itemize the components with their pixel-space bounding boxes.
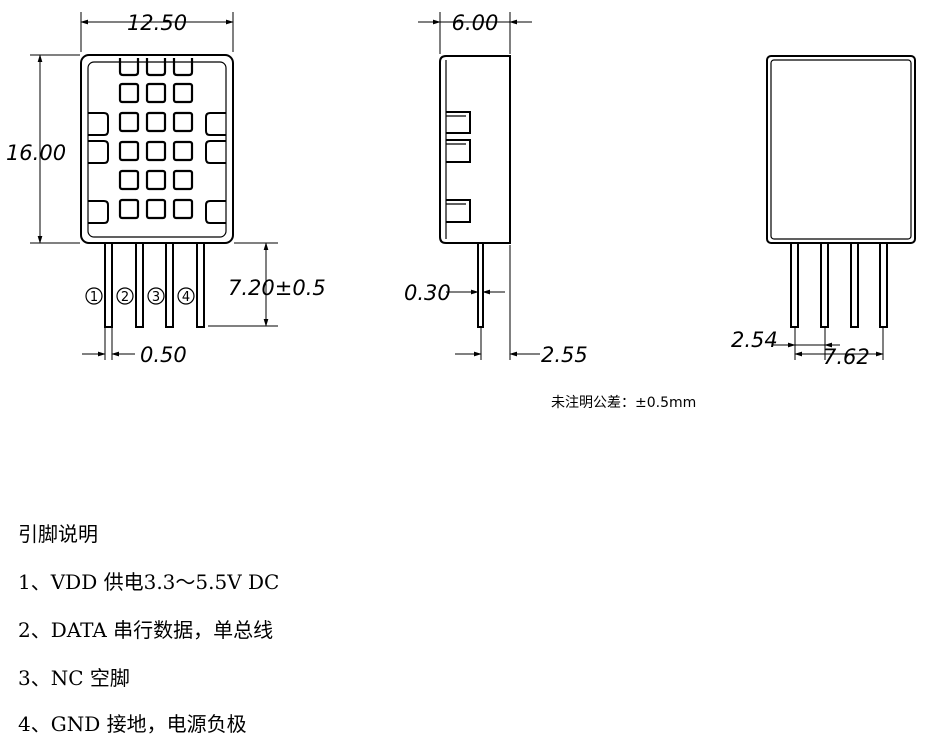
pin-number-markers	[85, 287, 195, 305]
side-view	[439, 55, 511, 328]
front-vent-square	[118, 82, 140, 104]
pin-number-digits: 1 2 3 4	[90, 290, 190, 305]
pin-description-title: 引脚说明	[18, 522, 98, 546]
pin-description-item-1: 1、VDD 供电3.3～5.5V DC	[18, 570, 280, 594]
pin-description-item-2: 2、DATA 串行数据，单总线	[18, 618, 274, 642]
back-body-outer	[766, 55, 916, 244]
front-vent-square	[118, 111, 140, 133]
tolerance-note: 未注明公差：±0.5mm	[551, 395, 697, 411]
front-pin	[104, 242, 113, 328]
pin-digit-3: 3	[152, 290, 160, 305]
back-pin	[790, 242, 799, 328]
front-side-tab-right	[205, 112, 226, 136]
pin-marker-4	[177, 287, 195, 305]
back-view	[766, 55, 916, 328]
front-vent-square	[172, 111, 194, 133]
front-vent-notch	[145, 58, 167, 77]
front-side-tab-left	[88, 140, 109, 164]
front-pin	[135, 242, 144, 328]
dim-pin-offset: 2.55	[541, 343, 588, 367]
pin-digit-1: 1	[90, 290, 98, 305]
back-pins	[790, 242, 888, 328]
dim-pin-span: 7.62	[823, 345, 870, 369]
pin-marker-3	[147, 287, 165, 305]
front-vent-square	[172, 82, 194, 104]
front-pin	[196, 242, 205, 328]
front-pin	[165, 242, 174, 328]
back-pin	[820, 242, 829, 328]
front-vent-square	[145, 140, 167, 162]
front-side-tab-left	[88, 200, 109, 224]
front-vent-square	[172, 140, 194, 162]
technical-drawing: 1 2 3 4 12.50 16.00 7.20±0.5 0.50	[6, 11, 916, 369]
front-vent-square	[118, 169, 140, 191]
side-tab-1	[446, 111, 471, 134]
pin-marker-2	[116, 287, 134, 305]
pin-digit-2: 2	[121, 290, 129, 305]
front-side-tab-left	[88, 112, 109, 136]
front-vent-square	[118, 140, 140, 162]
dim-width: 12.50	[127, 11, 187, 35]
front-vent-square	[172, 169, 194, 191]
front-side-tabs	[88, 112, 226, 224]
front-vent-square	[145, 111, 167, 133]
side-tab-2	[446, 139, 471, 163]
side-pin	[477, 242, 484, 328]
dim-pin-width: 0.50	[140, 343, 187, 367]
pin-digit-4: 4	[182, 290, 190, 305]
dim-height: 16.00	[6, 141, 66, 165]
front-side-tab-right	[205, 140, 226, 164]
pin-description-item-4: 4、GND 接地，电源负极	[18, 712, 247, 736]
front-vent-square	[118, 198, 140, 220]
front-body-outer	[80, 54, 234, 244]
front-side-tab-right	[205, 200, 226, 224]
dim-pin-length: 7.20±0.5	[228, 276, 326, 300]
side-tab-3	[446, 199, 471, 223]
side-dimensions	[418, 12, 540, 360]
dim-pin-pitch: 2.54	[731, 328, 778, 352]
front-dimensions	[30, 12, 278, 360]
front-grid	[118, 58, 194, 220]
back-body-inner	[770, 59, 912, 240]
back-pin	[879, 242, 888, 328]
front-vent-notch	[118, 58, 140, 77]
front-vent-square	[145, 198, 167, 220]
front-body-inner	[87, 61, 227, 238]
front-vent-square	[145, 169, 167, 191]
pin-description-item-3: 3、NC 空脚	[18, 666, 130, 690]
side-body	[439, 55, 511, 244]
front-view	[80, 54, 234, 328]
pin-marker-1	[85, 287, 103, 305]
dim-depth: 6.00	[452, 11, 499, 35]
dim-pin-thickness: 0.30	[404, 281, 451, 305]
front-vent-notch	[172, 58, 194, 77]
back-dimensions	[772, 328, 884, 360]
front-vent-square	[145, 82, 167, 104]
front-pins	[104, 242, 205, 328]
front-vent-square	[172, 198, 194, 220]
back-pin	[850, 242, 859, 328]
